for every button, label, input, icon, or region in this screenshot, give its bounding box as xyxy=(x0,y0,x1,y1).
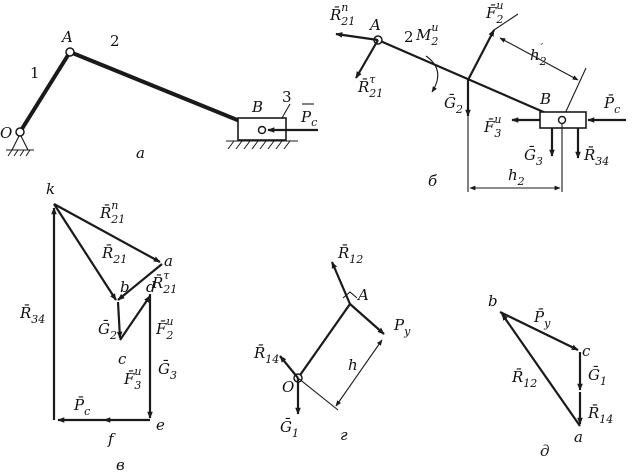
label-f3-v: F̄3и xyxy=(123,365,142,392)
link-1 xyxy=(18,50,72,134)
label-f2: F̄2и xyxy=(485,0,504,26)
force-r12-g xyxy=(330,261,352,305)
label-r12-g: R̄12 xyxy=(337,244,363,266)
label-f2-v: F̄2и xyxy=(155,315,174,342)
force-py-g xyxy=(349,303,385,335)
guide-hatch xyxy=(227,140,291,150)
vec-py-d xyxy=(499,311,579,351)
label-o: O xyxy=(0,124,12,142)
label-k: k xyxy=(46,180,55,198)
label-g2-v: Ḡ2 xyxy=(98,320,117,342)
label-link-1: 1 xyxy=(30,64,40,82)
vec-r21n xyxy=(53,203,161,263)
label-link-2-b: 2 xyxy=(404,28,414,46)
label-pc-v: P̄с xyxy=(73,396,90,418)
label-f-v: f xyxy=(107,430,116,448)
label-h-g: h xyxy=(348,356,358,374)
label-d-v: d xyxy=(146,278,156,296)
label-r21-v: R̄21 xyxy=(101,244,127,266)
label-g3: Ḡ3 xyxy=(524,146,543,168)
label-r12-d: R̄12 xyxy=(511,368,537,390)
label-m2: M2и xyxy=(415,21,438,48)
moment-m2-arc xyxy=(425,55,439,93)
label-o-g: O xyxy=(282,378,294,396)
label-a-b: A xyxy=(368,16,381,34)
joint-b xyxy=(257,125,267,135)
label-h2p: h2′ xyxy=(530,41,547,68)
label-b-b: B xyxy=(539,90,551,108)
force-r14-g xyxy=(279,355,299,379)
right-angle-mark xyxy=(342,291,358,299)
label-a-v: a xyxy=(164,252,173,270)
label-r21t: R̄21τ xyxy=(357,73,383,100)
caption-b: б xyxy=(428,172,438,190)
label-py-g: Pу xyxy=(393,316,411,338)
label-f3: F̄3и xyxy=(483,113,502,140)
force-r21n-arrow xyxy=(335,32,379,42)
ground-support-o xyxy=(6,132,34,157)
panel-g: R̄12 A Pу R̄14 O h Ḡ1 г xyxy=(253,244,411,444)
force-f2-arrow xyxy=(467,29,495,81)
panel-a: O A B 1 2 3 Pс а xyxy=(0,28,318,162)
vec-r12-d xyxy=(501,313,581,427)
vec-r21t xyxy=(117,263,163,301)
label-a-d: a xyxy=(574,428,583,446)
panel-b: R̄21n A 2 M2и R̄21τ F̄2и h2′ Ḡ2 B P̄с F̄… xyxy=(329,0,626,192)
dim-h xyxy=(335,339,383,407)
vec-r21 xyxy=(53,203,117,301)
label-link-2: 2 xyxy=(110,32,120,50)
label-b: B xyxy=(251,98,263,116)
joint-b-b xyxy=(557,115,567,125)
label-link-3: 3 xyxy=(282,88,292,106)
label-c-v: c xyxy=(118,350,127,368)
label-pc-b: P̄с xyxy=(603,94,620,116)
label-g3-v: Ḡ3 xyxy=(158,360,177,382)
label-py-d: P̄у xyxy=(533,308,551,330)
vec-f2 xyxy=(119,295,151,341)
label-a-g: A xyxy=(356,286,369,304)
label-r34-b: R̄34 xyxy=(583,146,609,168)
label-h2: h2 xyxy=(508,166,525,188)
label-c-d: c xyxy=(582,342,591,360)
link-2-b xyxy=(377,38,563,122)
label-r21n: R̄21n xyxy=(329,1,355,28)
panel-d: b P̄у c Ḡ1 R̄12 R̄14 a д xyxy=(488,292,613,460)
label-r21t-v: R̄21τ xyxy=(151,269,177,296)
link-2 xyxy=(68,50,264,132)
caption-g: г xyxy=(340,426,348,444)
label-pc: Pс xyxy=(300,108,317,129)
label-r14-d: R̄14 xyxy=(587,404,613,426)
label-r34-v: R̄34 xyxy=(19,304,45,326)
label-a: A xyxy=(60,28,73,46)
panel-v: k R̄21n R̄21 a R̄21τ b d R̄34 Ḡ2 F̄2и Ḡ3… xyxy=(19,180,177,474)
force-r21t-arrow xyxy=(355,39,379,79)
caption-a: а xyxy=(136,144,145,162)
label-g1-d: Ḡ1 xyxy=(588,366,607,388)
label-g2: Ḡ2 xyxy=(444,94,463,116)
caption-v: в xyxy=(116,456,125,474)
label-r21n-v: R̄21n xyxy=(99,199,125,226)
label-r14-g: R̄14 xyxy=(253,344,279,366)
label-e-v: e xyxy=(156,416,165,434)
link-oa xyxy=(297,303,351,379)
label-g1-g: Ḡ1 xyxy=(280,418,299,440)
caption-d: д xyxy=(540,442,550,460)
label-b-v: b xyxy=(120,278,130,296)
dim-h2p xyxy=(499,37,579,81)
joint-o xyxy=(15,127,25,137)
joint-a xyxy=(65,47,75,57)
vec-g2 xyxy=(116,301,123,339)
label-b-d: b xyxy=(488,292,498,310)
